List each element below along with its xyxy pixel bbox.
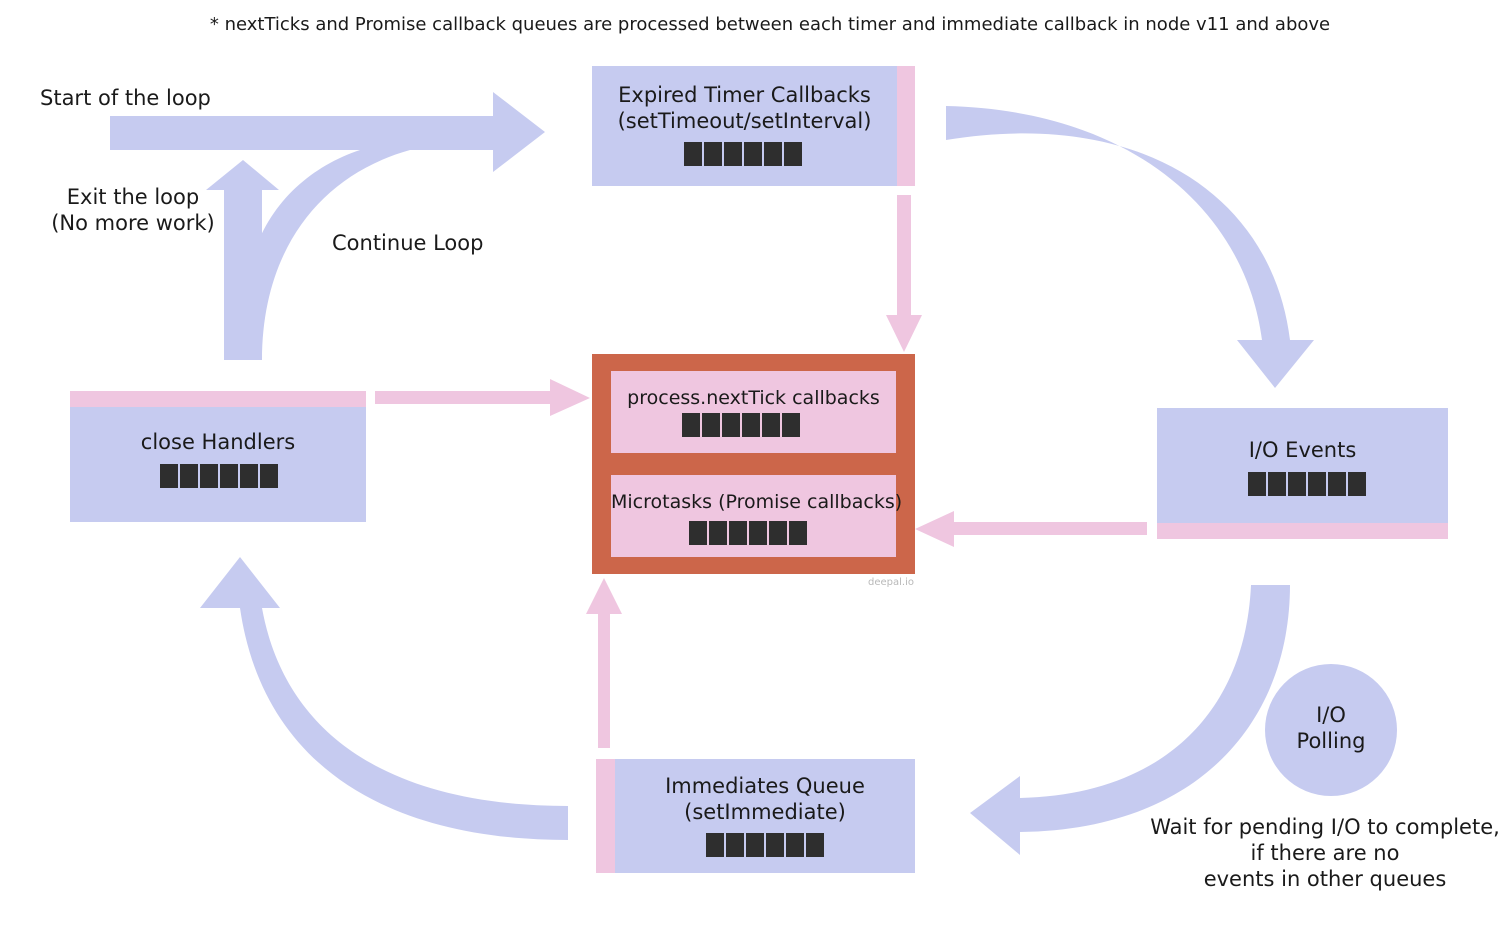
continue-loop-label: Continue Loop — [332, 231, 484, 255]
watermark: deepal.io — [868, 577, 914, 588]
io-polling-line1: I/O — [1316, 703, 1346, 727]
io-queue-blocks — [1248, 472, 1366, 496]
immediates-to-microtasks-arrow — [586, 578, 622, 748]
immediates-subtitle: (setImmediate) — [684, 800, 846, 824]
timers-phase-box: Expired Timer Callbacks (setTimeout/setI… — [592, 66, 915, 186]
timers-title: Expired Timer Callbacks — [618, 83, 871, 107]
io-queue-strip — [1157, 523, 1448, 539]
promise-blocks — [689, 521, 807, 545]
close-title: close Handlers — [140, 430, 296, 454]
version-note: * nextTicks and Promise callback queues … — [209, 14, 1331, 35]
io-wait-line2: if there are no — [1250, 841, 1400, 865]
timers-queue-strip — [897, 66, 915, 186]
io-wait-line1: Wait for pending I/O to complete, — [1150, 815, 1500, 839]
timers-to-io-arrow — [946, 106, 1314, 388]
close-queue-strip — [70, 391, 366, 407]
timers-to-microtasks-arrow — [886, 195, 922, 352]
close-phase-box: close Handlers — [70, 391, 366, 522]
next-tick-queue: process.nextTick callbacks — [611, 371, 896, 453]
next-tick-label: process.nextTick callbacks — [627, 387, 880, 409]
promise-label: Microtasks (Promise callbacks) — [611, 491, 903, 513]
exit-loop-line1: Exit the loop — [66, 185, 200, 209]
timers-subtitle: (setTimeout/setInterval) — [617, 109, 872, 133]
immediates-phase-box: Immediates Queue (setImmediate) — [596, 759, 915, 873]
close-queue-blocks — [160, 464, 278, 488]
immediates-queue-strip — [596, 759, 615, 873]
io-phase-box: I/O Events — [1157, 408, 1448, 539]
immediates-to-close-arrow — [200, 557, 568, 840]
immediates-title: Immediates Queue — [665, 774, 865, 798]
close-to-microtasks-arrow — [375, 379, 590, 416]
exit-loop-line2: (No more work) — [51, 211, 215, 235]
timers-queue-blocks — [684, 142, 802, 166]
io-polling-circle: I/O Polling — [1265, 664, 1397, 796]
microtask-core-box: process.nextTick callbacks Microtasks (P… — [592, 354, 915, 574]
exit-loop-label: Exit the loop (No more work) — [40, 184, 226, 236]
start-loop-label: Start of the loop — [40, 86, 211, 110]
promise-queue: Microtasks (Promise callbacks) — [611, 475, 903, 557]
io-to-microtasks-arrow — [915, 511, 1147, 547]
io-wait-caption: Wait for pending I/O to complete, if the… — [1150, 814, 1500, 892]
next-tick-blocks — [682, 413, 800, 437]
io-polling-line2: Polling — [1296, 729, 1366, 753]
io-to-immediates-arrow — [970, 585, 1290, 855]
exit-loop-arrow — [206, 160, 279, 360]
continue-loop-arrow — [245, 150, 410, 360]
immediates-queue-blocks — [706, 833, 824, 857]
io-wait-line3: events in other queues — [1203, 867, 1447, 891]
start-loop-arrow — [110, 92, 545, 172]
io-title: I/O Events — [1248, 438, 1357, 462]
